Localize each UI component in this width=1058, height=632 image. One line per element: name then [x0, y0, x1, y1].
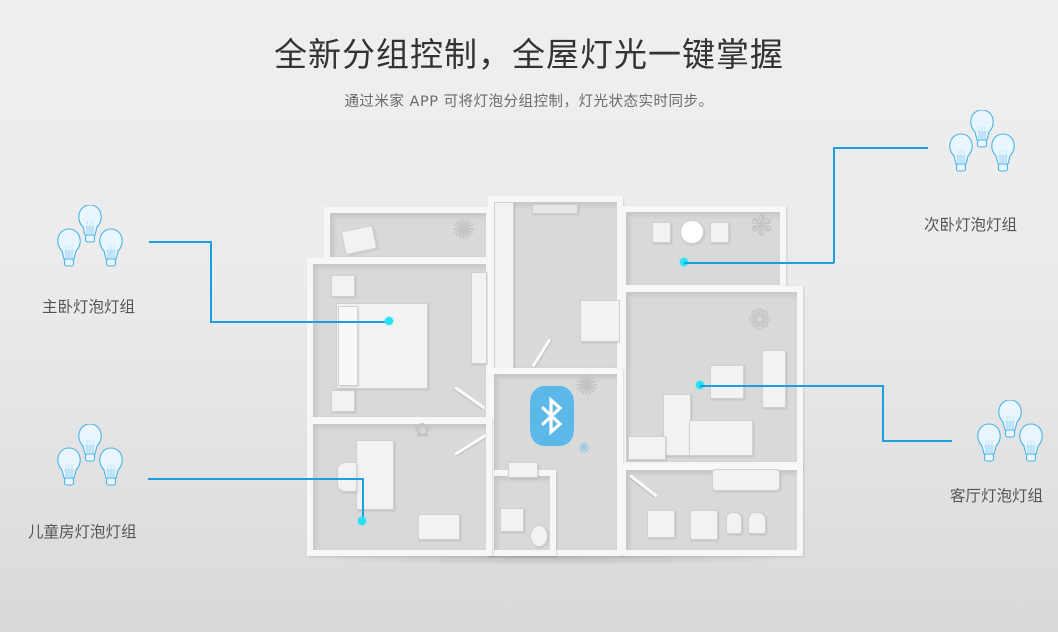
shelf: [508, 462, 538, 478]
toy-box: [418, 514, 460, 540]
plant-icon: ✿: [414, 418, 431, 442]
connector-line-master-bedroom: [210, 241, 212, 322]
pillows: [338, 306, 358, 386]
cabinet: [690, 510, 718, 540]
connector-line-living-room: [700, 385, 883, 387]
connector-line-kids-room: [362, 478, 364, 521]
tv-cabinet: [762, 350, 786, 408]
room-second-bedroom: [620, 206, 786, 291]
plant-icon: ❃: [750, 209, 774, 242]
connector-line-living-room: [882, 385, 884, 441]
connector-dot-kids-room: [358, 517, 366, 525]
connector-line-second-bedroom: [684, 262, 834, 264]
connector-dot-master-bedroom: [385, 317, 393, 325]
page-subtitle: 通过米家 APP 可将灯泡分组控制，灯光状态实时同步。: [344, 94, 714, 110]
bidet: [726, 512, 742, 534]
toilet: [748, 512, 766, 534]
connector-line-kids-room: [148, 478, 363, 480]
chair: [710, 222, 729, 243]
bluetooth-icon: [540, 396, 563, 436]
side-cabinet: [628, 436, 666, 460]
group-label-living-room: 客厅灯泡灯组: [950, 487, 1044, 505]
wardrobe: [471, 272, 487, 364]
range-hood: [532, 204, 578, 214]
group-label-kids-room: 儿童房灯泡灯组: [28, 523, 137, 541]
chair: [652, 222, 671, 243]
kitchen-counter: [494, 202, 514, 369]
connector-line-second-bedroom: [833, 147, 835, 263]
washer: [500, 508, 524, 532]
bathtub: [712, 469, 780, 491]
coffee-table: [710, 365, 744, 399]
connector-line-second-bedroom: [833, 147, 928, 149]
connector-line-master-bedroom: [210, 321, 390, 323]
chair: [337, 462, 357, 492]
plant-icon: ❁: [748, 303, 772, 336]
room-kids-room: [307, 418, 492, 556]
round-table: [680, 220, 704, 244]
sink: [647, 510, 675, 538]
connector-line-master-bedroom: [149, 241, 211, 243]
plant-icon: ✺: [452, 213, 476, 246]
connector-line-living-room: [882, 440, 952, 442]
group-label-second-bedroom: 次卧灯泡灯组: [924, 216, 1018, 234]
sofa: [689, 420, 753, 456]
nightstand: [331, 390, 355, 412]
registered-mark: ®: [578, 441, 590, 455]
page-title: 全新分组控制，全屋灯光一键掌握: [274, 35, 784, 74]
plant-icon: ✺: [575, 369, 599, 402]
dining-table: [580, 300, 620, 342]
nightstand: [331, 275, 355, 297]
toilet: [530, 525, 548, 547]
group-label-master-bedroom: 主卧灯泡灯组: [42, 298, 136, 316]
sofa-side: [663, 394, 691, 456]
bluetooth-badge: [530, 386, 574, 446]
